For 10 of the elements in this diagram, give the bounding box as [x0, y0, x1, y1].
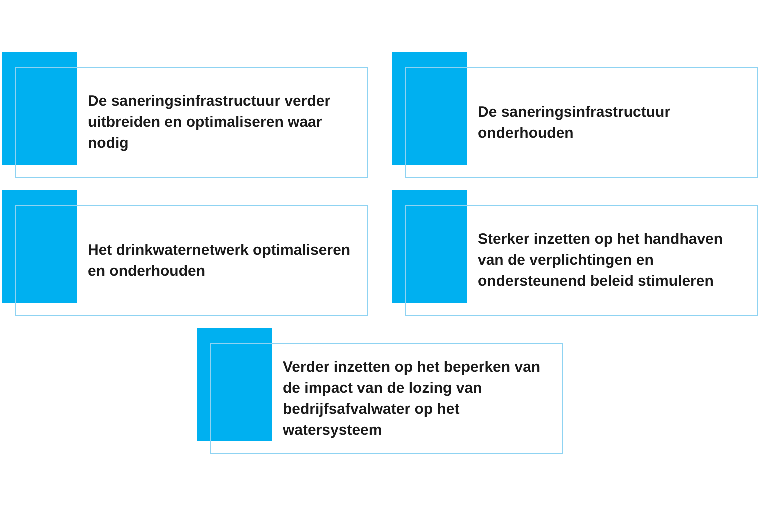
- card-text: Verder inzetten op het beperken van de impact van de lozing van bedrijfsafvalwater op het watersysteem: [283, 358, 542, 440]
- text-card: [405, 205, 758, 316]
- text-card: [15, 67, 368, 178]
- text-card: [15, 205, 368, 316]
- card-text: De saneringsinfrastructuur onderhouden: [478, 102, 672, 144]
- text-card: [405, 67, 758, 178]
- card-text: Sterker inzetten op het handhaven van de verplichtingen en ondersteunend beleid stimuleren: [478, 230, 724, 292]
- text-card: [210, 343, 563, 454]
- card-text: De saneringsinfrastructuur verder uitbreiden en optimaliseren waar nodig: [88, 92, 332, 154]
- card-text: Het drinkwaternetwerk optimaliseren en onderhouden: [88, 240, 352, 282]
